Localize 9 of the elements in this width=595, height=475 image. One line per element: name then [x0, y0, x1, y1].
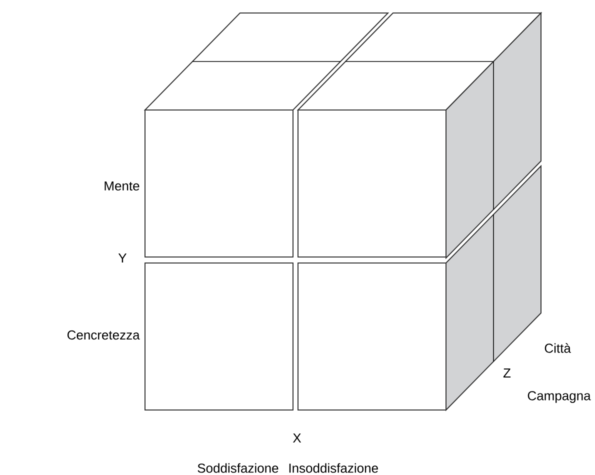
axis-label: Soddisfazione [198, 463, 278, 473]
axis-label: Z [503, 368, 511, 378]
axis-label: Mente [104, 181, 140, 191]
axis-label: Città [544, 343, 571, 353]
axis-label: Y [118, 254, 127, 262]
axis-label: Insoddisfazione [289, 463, 378, 473]
axis-label: Campagna [528, 391, 591, 403]
axis-label: Cencretezza [67, 330, 140, 340]
axis-label: X [292, 434, 302, 442]
